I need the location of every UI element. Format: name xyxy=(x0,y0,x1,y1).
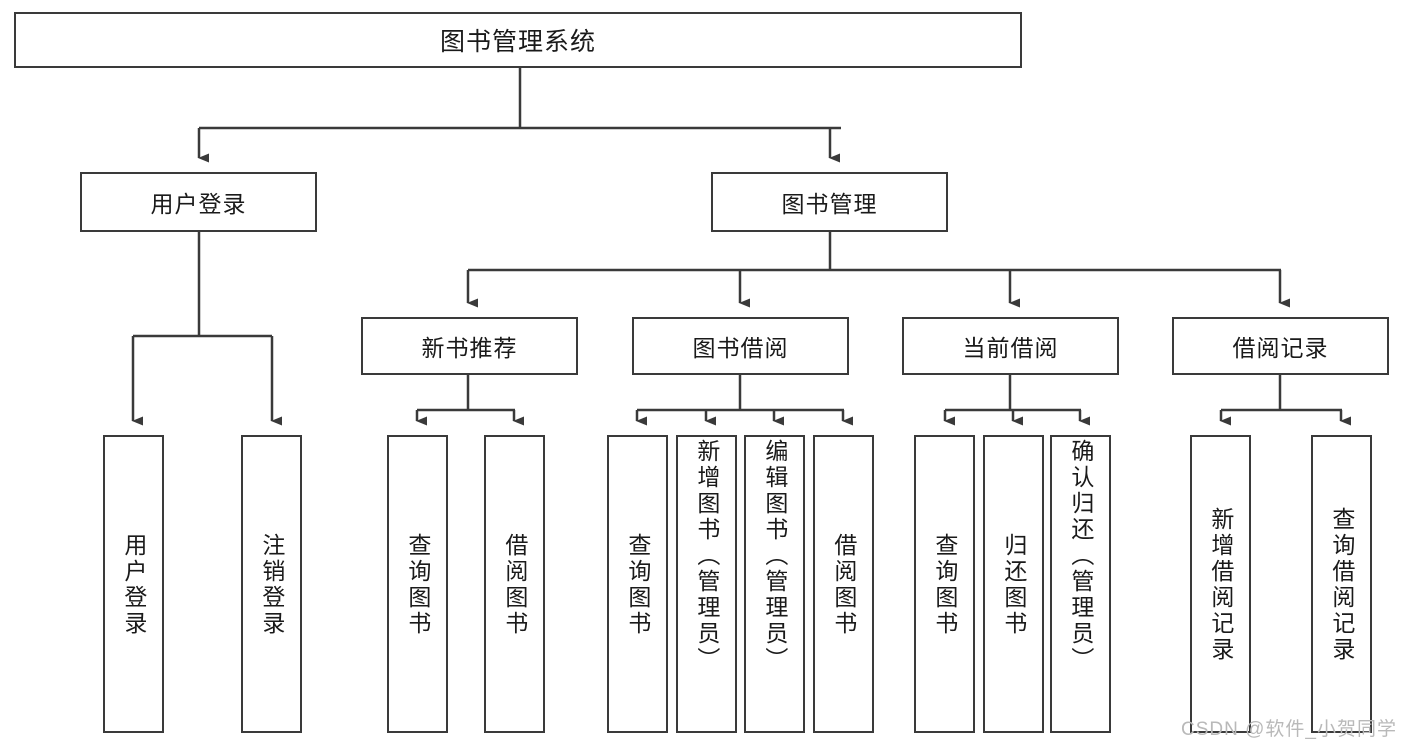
edge-current-borrow-to-leaves xyxy=(943,375,1090,426)
node-book-manage[interactable]: 图书管理 xyxy=(711,172,948,232)
edge-user-login-to-leaves xyxy=(131,232,282,426)
node-add-book-admin-label: 新增图书（管理员） xyxy=(693,439,720,673)
node-root-label: 图书管理系统 xyxy=(439,28,596,56)
node-new-book-recommend-label: 新书推荐 xyxy=(421,335,518,361)
node-borrow-book-rec-label: 借阅图书 xyxy=(501,533,528,637)
node-borrow-book-borrow[interactable]: 借阅图书 xyxy=(813,435,874,733)
node-edit-book-admin[interactable]: 编辑图书（管理员） xyxy=(744,435,805,733)
node-book-borrow[interactable]: 图书借阅 xyxy=(632,317,849,375)
node-current-borrow-label: 当前借阅 xyxy=(962,335,1059,361)
node-query-book-borrow-label: 查询图书 xyxy=(624,533,651,637)
node-user-login-label: 用户登录 xyxy=(150,191,247,217)
node-new-book-recommend[interactable]: 新书推荐 xyxy=(361,317,578,375)
node-root[interactable]: 图书管理系统 xyxy=(14,12,1022,68)
node-add-borrow-record[interactable]: 新增借阅记录 xyxy=(1190,435,1251,733)
node-query-borrow-record-label: 查询借阅记录 xyxy=(1328,507,1355,663)
node-query-book-current-label: 查询图书 xyxy=(931,533,958,637)
node-return-book-label: 归还图书 xyxy=(1000,533,1027,637)
node-borrow-record-label: 借阅记录 xyxy=(1232,335,1329,361)
node-add-borrow-record-label: 新增借阅记录 xyxy=(1207,507,1234,663)
node-user-logout-leaf-label: 注销登录 xyxy=(258,533,285,637)
node-user-login-leaf[interactable]: 用户登录 xyxy=(103,435,164,733)
node-borrow-book-borrow-label: 借阅图书 xyxy=(830,533,857,637)
node-user-login-leaf-label: 用户登录 xyxy=(120,533,147,637)
edge-book-manage-to-level2 xyxy=(466,232,1290,308)
node-user-logout-leaf[interactable]: 注销登录 xyxy=(241,435,302,733)
node-confirm-return-admin-label: 确认归还（管理员） xyxy=(1067,439,1094,673)
edge-book-borrow-to-leaves xyxy=(635,375,853,426)
node-borrow-record[interactable]: 借阅记录 xyxy=(1172,317,1389,375)
node-return-book[interactable]: 归还图书 xyxy=(983,435,1044,733)
node-user-login[interactable]: 用户登录 xyxy=(80,172,317,232)
node-confirm-return-admin[interactable]: 确认归还（管理员） xyxy=(1050,435,1111,733)
edge-new-book-recommend-to-leaves xyxy=(415,375,524,426)
node-current-borrow[interactable]: 当前借阅 xyxy=(902,317,1119,375)
edge-root-to-level1 xyxy=(197,68,841,163)
node-query-borrow-record[interactable]: 查询借阅记录 xyxy=(1311,435,1372,733)
node-borrow-book-rec[interactable]: 借阅图书 xyxy=(484,435,545,733)
node-query-book-rec-label: 查询图书 xyxy=(404,533,431,637)
node-book-borrow-label: 图书借阅 xyxy=(692,335,789,361)
edge-borrow-record-to-leaves xyxy=(1219,375,1351,426)
node-query-book-borrow[interactable]: 查询图书 xyxy=(607,435,668,733)
node-query-book-current[interactable]: 查询图书 xyxy=(914,435,975,733)
node-add-book-admin[interactable]: 新增图书（管理员） xyxy=(676,435,737,733)
node-book-manage-label: 图书管理 xyxy=(781,191,878,217)
node-edit-book-admin-label: 编辑图书（管理员） xyxy=(761,439,788,673)
node-query-book-rec[interactable]: 查询图书 xyxy=(387,435,448,733)
